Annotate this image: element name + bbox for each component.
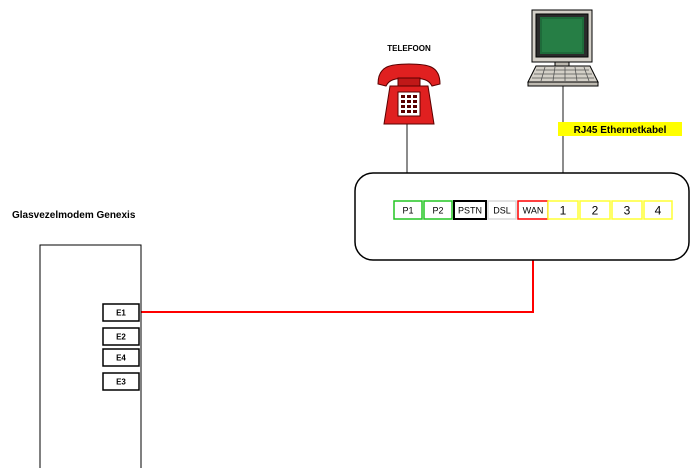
router-port-p1: P1 — [393, 200, 423, 220]
router-port-box — [611, 200, 643, 220]
telephone-icon — [377, 63, 441, 125]
router-port-box — [453, 200, 487, 220]
router-port-label: PSTN — [458, 206, 482, 216]
router-port-label: WAN — [523, 206, 544, 216]
router-port-pstn: PSTN — [453, 200, 487, 220]
modem-port-label: E1 — [116, 309, 126, 318]
router-port-label: DSL — [493, 206, 511, 216]
modem-port-box — [102, 348, 140, 367]
modem-port-label: E4 — [116, 354, 126, 363]
router-port-label: P2 — [432, 206, 443, 216]
telephone-label: TELEFOON — [387, 44, 431, 53]
router-port-dsl: DSL — [487, 200, 517, 220]
computer-icon — [527, 9, 599, 87]
router-port-3: 3 — [611, 200, 643, 220]
router-port-box — [393, 200, 423, 220]
router-port-p2: P2 — [423, 200, 453, 220]
router-port-label: 2 — [592, 204, 599, 218]
modem-port-e3: E3 — [102, 372, 140, 391]
router-port-box — [579, 200, 611, 220]
router-port-box — [487, 200, 517, 220]
router-port-box — [547, 200, 579, 220]
router-port-label: 1 — [560, 204, 567, 218]
router-port-4: 4 — [643, 200, 673, 220]
modem-port-label: E3 — [116, 378, 126, 387]
router-port-label: P1 — [402, 206, 413, 216]
modem-port-e4: E4 — [102, 348, 140, 367]
router-port-wan: WAN — [517, 200, 549, 220]
router-port-label: 4 — [655, 204, 662, 218]
modem-label: Glasvezelmodem Genexis — [12, 210, 136, 221]
router-port-1: 1 — [547, 200, 579, 220]
router-ports: P1 P2 PSTN DSL WAN 1 2 3 4 — [393, 200, 673, 220]
router-port-box — [423, 200, 453, 220]
modem-port-e1: E1 — [102, 303, 140, 322]
ethernet-label-highlight — [558, 122, 682, 136]
ethernet-label: RJ45 Ethernetkabel — [574, 125, 667, 136]
modem-port-e2: E2 — [102, 327, 140, 346]
router-port-2: 2 — [579, 200, 611, 220]
router-port-box — [643, 200, 673, 220]
modem-port-box — [102, 372, 140, 391]
router-port-label: 3 — [624, 204, 631, 218]
modem-port-label: E2 — [116, 333, 126, 342]
modem-port-box — [102, 303, 140, 322]
modem-port-box — [102, 327, 140, 346]
